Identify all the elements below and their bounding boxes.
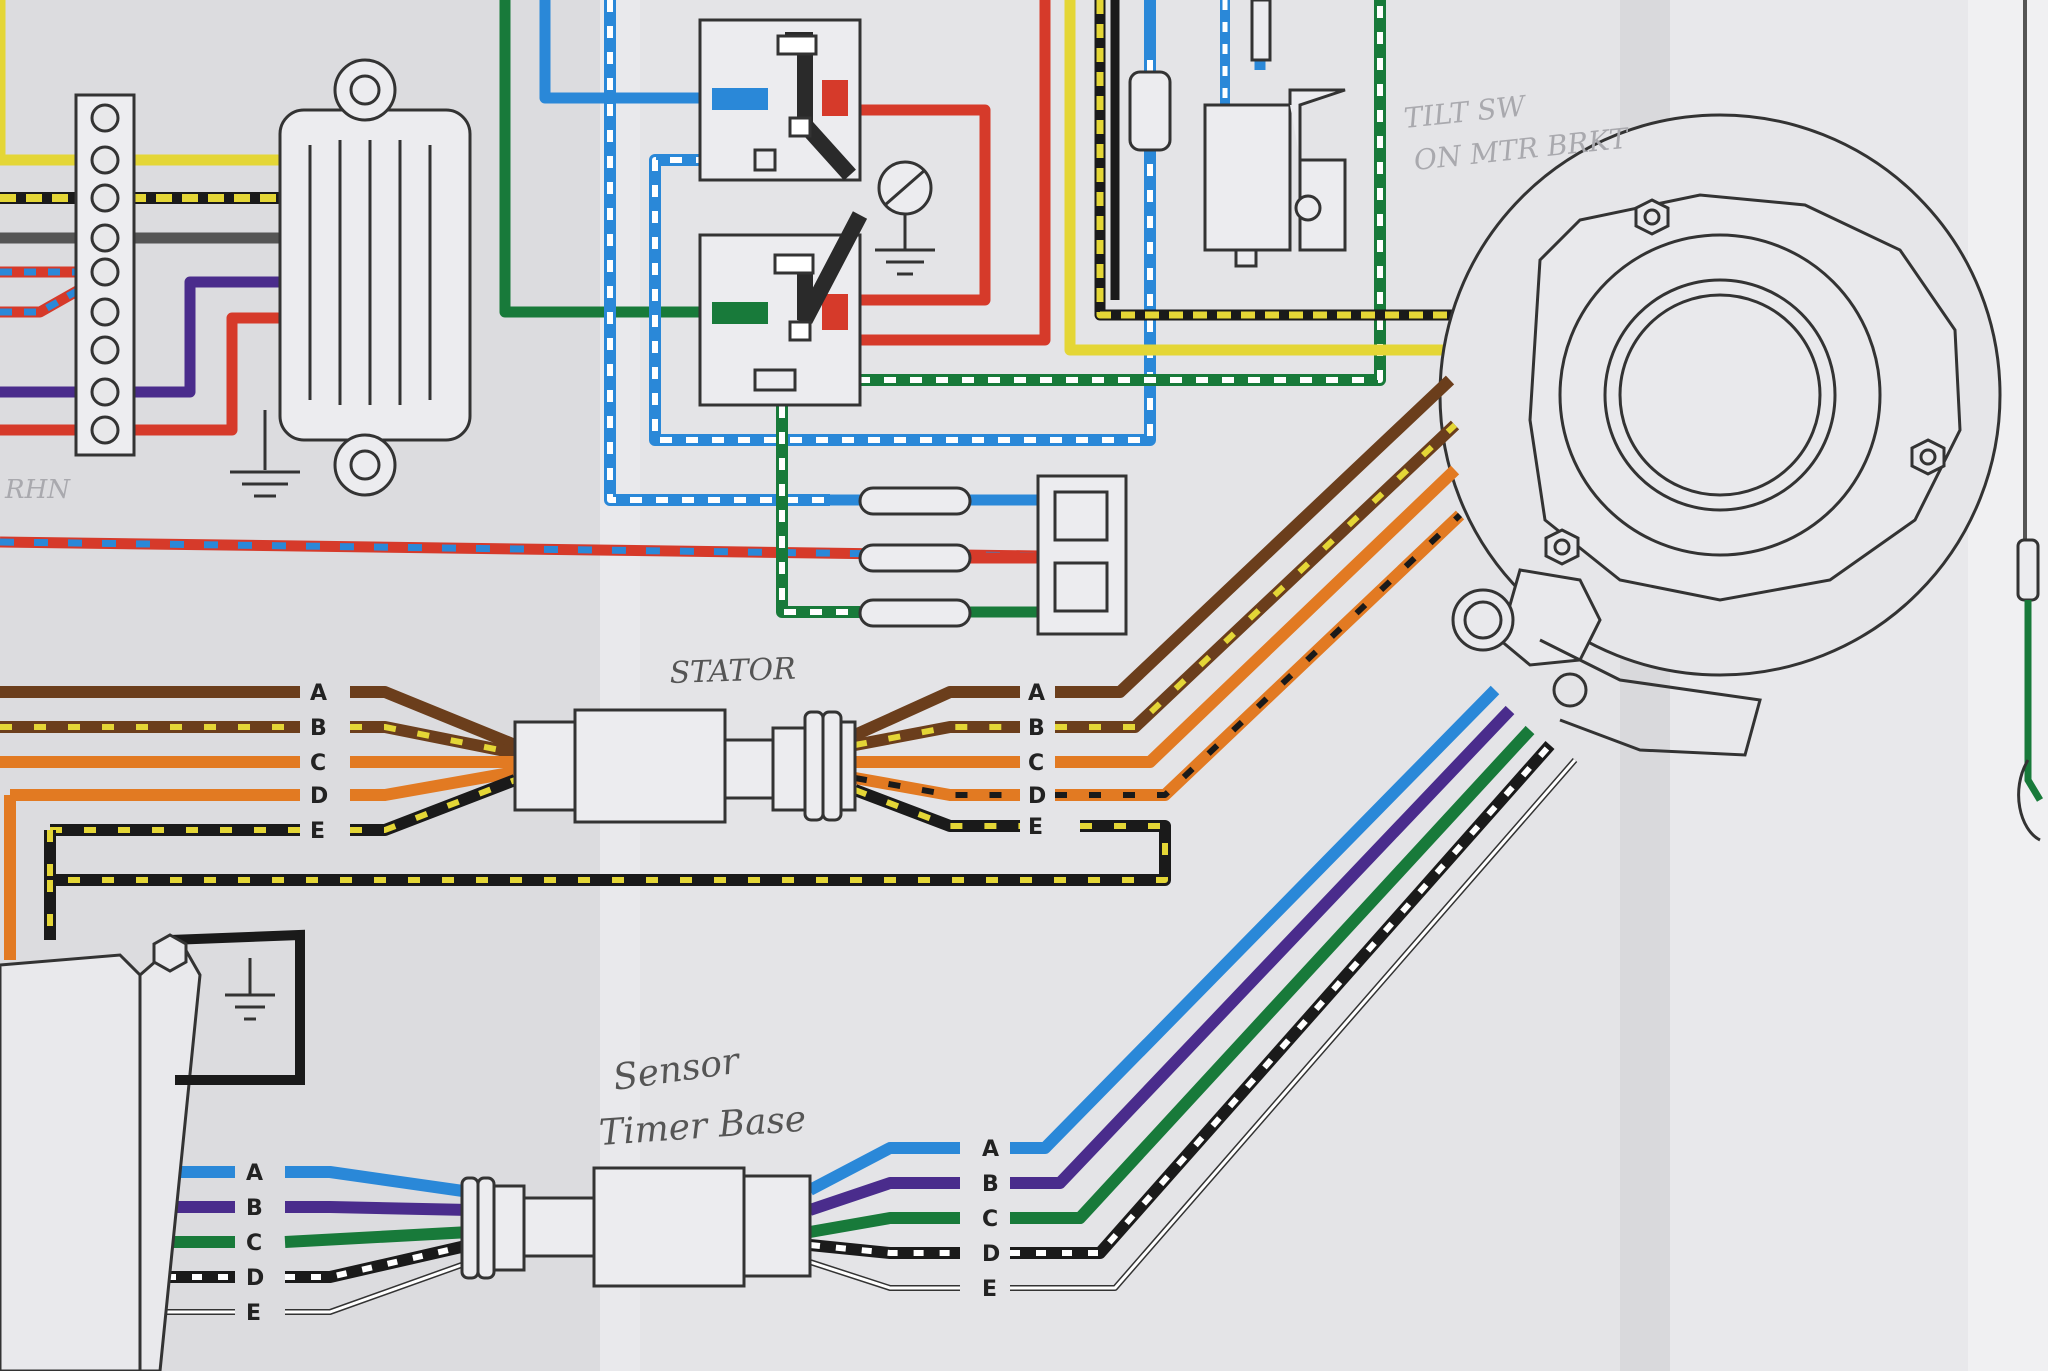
pin-label: C	[246, 1231, 262, 1256]
bolt-head-icon	[90, 103, 120, 445]
edge-wire	[2016, 0, 2044, 842]
terminal-block	[74, 93, 136, 457]
stator-pins-left: A B C D E	[310, 681, 328, 844]
pin-label: A	[310, 681, 327, 706]
stator-connector	[513, 708, 857, 824]
sensor-pins-left: A B C D E	[246, 1161, 264, 1326]
relay-box	[698, 18, 933, 407]
pin-label: C	[310, 751, 326, 776]
pin-label: D	[310, 784, 328, 809]
sensor-connector	[460, 1166, 812, 1288]
rectifier-regulator	[278, 58, 472, 497]
pin-label: B	[982, 1172, 999, 1197]
pin-label: E	[246, 1301, 261, 1326]
bullet-connector-icon	[858, 70, 1172, 628]
stator-harness	[0, 375, 1465, 960]
note-partial: RHN	[4, 475, 71, 505]
pin-label: E	[982, 1277, 997, 1302]
ground-symbol-icon	[230, 470, 300, 498]
ground-symbol-icon	[225, 958, 275, 1021]
pin-label: C	[1028, 751, 1044, 776]
sensor-harness	[140, 685, 1578, 1315]
ground-symbol-icon	[875, 248, 935, 276]
pin-label: D	[982, 1242, 1000, 1267]
pin-label: E	[310, 819, 325, 844]
pin-label: B	[246, 1196, 263, 1221]
pin-label: A	[246, 1161, 263, 1186]
power-pack	[0, 929, 305, 1371]
note-stator: STATOR	[669, 652, 796, 691]
pin-label: A	[982, 1137, 999, 1162]
pin-label: B	[1028, 716, 1045, 741]
pin-label: B	[310, 716, 327, 741]
pin-label: D	[246, 1266, 264, 1291]
pin-label: D	[1028, 784, 1046, 809]
stator-pins-right: A B C D E	[1028, 681, 1046, 840]
sensor-pins-right: A B C D E	[982, 1137, 1000, 1302]
pin-label: A	[1028, 681, 1045, 706]
connector-block	[1036, 474, 1128, 636]
pin-label: C	[982, 1207, 998, 1232]
tilt-switch	[1203, 0, 1347, 268]
pin-label: E	[1028, 815, 1043, 840]
bolt-head-icon	[1544, 198, 1946, 566]
